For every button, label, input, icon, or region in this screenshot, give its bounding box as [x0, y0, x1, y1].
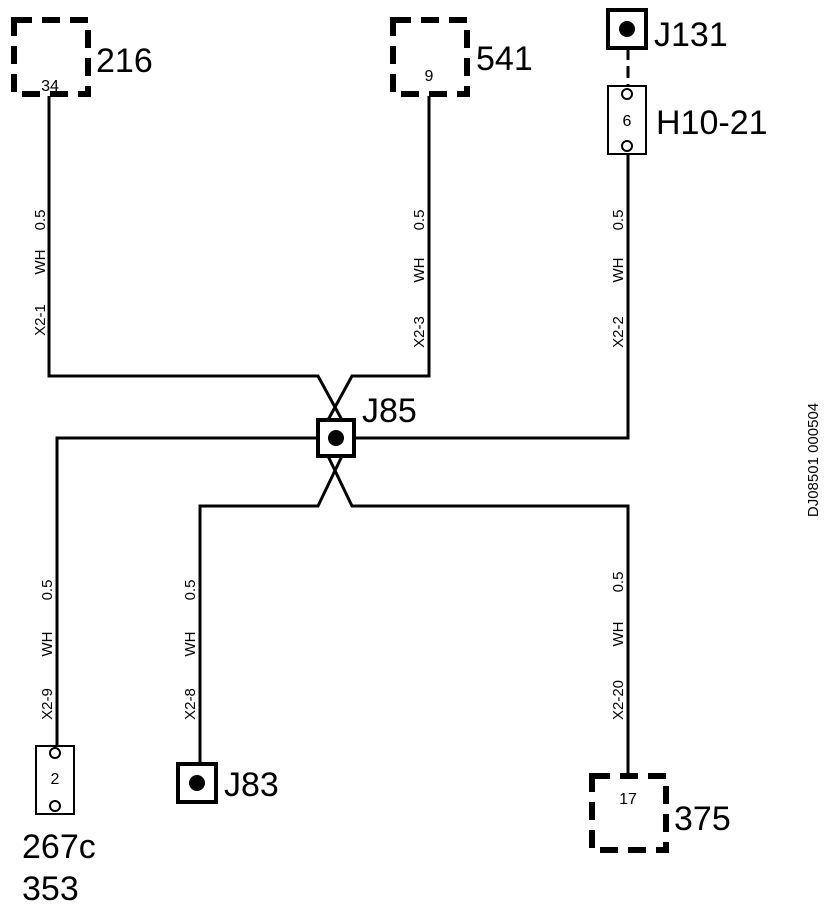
wire-x2-1-size: 0.5 — [32, 210, 49, 231]
wire-x2-20-color: WH — [610, 622, 627, 647]
component-541-label: 541 — [476, 40, 533, 78]
wire-x2-8-id: X2-8 — [182, 688, 199, 720]
wire-x2-1 — [47, 96, 344, 421]
wire-x2-2 — [354, 154, 630, 440]
connector-353-label: 353 — [22, 870, 79, 908]
wire-x2-2-size: 0.5 — [610, 210, 627, 231]
component-541-pin: 9 — [425, 68, 434, 85]
connector-267c-pin: 2 — [51, 771, 60, 788]
component-216-box[interactable] — [11, 17, 91, 97]
splice-j85-label: J85 — [362, 392, 417, 430]
component-375-box[interactable] — [589, 773, 669, 853]
wire-x2-8-color: WH — [182, 632, 199, 657]
splice-j85-dot — [328, 430, 344, 446]
connector-j83-dot — [189, 775, 205, 791]
component-375-pin: 17 — [619, 791, 637, 808]
drawing-id: DJ08501 000504 — [805, 403, 822, 517]
connector-h10-21-pin: 6 — [623, 113, 632, 130]
wire-x2-9 — [55, 436, 318, 746]
component-375-label: 375 — [674, 800, 731, 838]
connector-j131-label: J131 — [654, 16, 728, 54]
wire-x2-3-id: X2-3 — [411, 316, 428, 348]
wire-x2-3 — [326, 96, 431, 421]
connector-j83-label: J83 — [224, 766, 279, 804]
connector-j131-box[interactable] — [606, 8, 648, 50]
connector-267c-pin-top — [49, 747, 61, 759]
wire-x2-1-color: WH — [32, 250, 49, 275]
wire-x2-1-id: X2-1 — [32, 304, 49, 336]
component-216-label: 216 — [96, 42, 153, 80]
wire-x2-20-size: 0.5 — [610, 572, 627, 593]
wire-x2-8 — [198, 455, 344, 766]
wire-x2-2-id: X2-2 — [610, 316, 627, 348]
connector-267c-pin-bottom — [49, 800, 61, 812]
wire-x2-3-color: WH — [411, 258, 428, 283]
connector-267c-label: 267c — [22, 828, 96, 866]
connector-j131-dot — [619, 21, 635, 37]
component-541-box[interactable] — [390, 17, 470, 97]
component-216-pin: 34 — [41, 78, 59, 95]
wire-x2-9-id: X2-9 — [39, 688, 56, 720]
wire-x2-3-size: 0.5 — [411, 210, 428, 231]
connector-h10-21-pin-top — [621, 88, 633, 100]
wire-x2-8-size: 0.5 — [182, 580, 199, 601]
connector-h10-21-pin-bottom — [621, 140, 633, 152]
connector-h10-21-label: H10-21 — [656, 104, 768, 142]
wire-x2-2-color: WH — [610, 258, 627, 283]
wire-x2-9-size: 0.5 — [39, 580, 56, 601]
wire-x2-9-color: WH — [39, 632, 56, 657]
wire-x2-20 — [326, 455, 630, 776]
wire-x2-20-id: X2-20 — [610, 680, 627, 720]
